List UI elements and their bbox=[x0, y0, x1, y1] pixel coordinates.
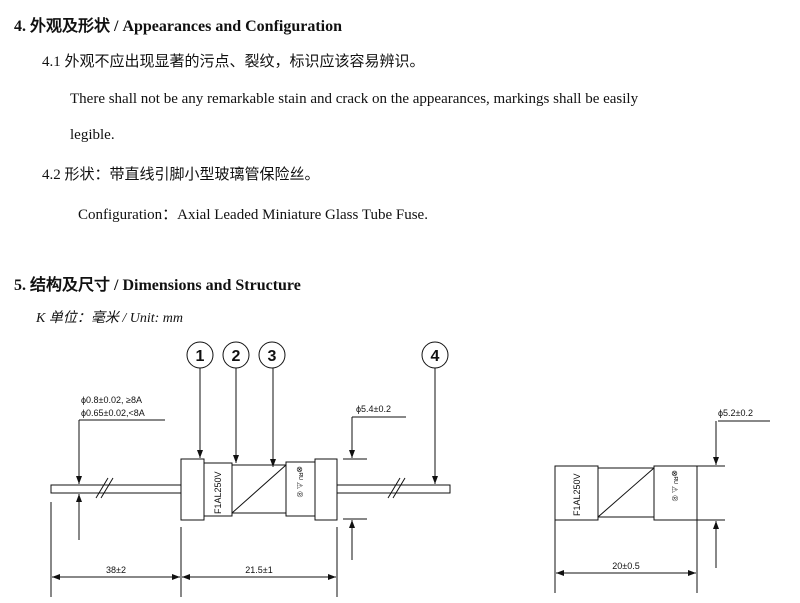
short-fuse-element bbox=[597, 467, 655, 518]
fuse-element bbox=[231, 464, 287, 514]
fuse-marking-right: F1AL250V bbox=[572, 473, 582, 516]
callout-4: 4 bbox=[431, 348, 440, 365]
item-4-1-chinese: 4.1 外观不应出现显著的污点、裂纹，标识应该容易辨识。 bbox=[42, 54, 425, 70]
lead-diameter-small: ϕ0.65±0.02,<8A bbox=[81, 408, 145, 418]
body-length-right: 20±0.5 bbox=[612, 561, 639, 571]
item-4-2-english: Configuration：Axial Leaded Miniature Gla… bbox=[78, 207, 428, 223]
certification-marks-left: ⊗ᴿᵁ ⚠ ® bbox=[295, 466, 304, 497]
item-4-1-english-line2: legible. bbox=[70, 127, 115, 143]
lead-diameter-large: ϕ0.8±0.02, ≥8A bbox=[81, 395, 142, 405]
fuse-marking-left: F1AL250V bbox=[213, 471, 223, 514]
cap-diameter-left: ϕ5.4±0.2 bbox=[356, 404, 391, 414]
cap-diameter-right: ϕ5.2±0.2 bbox=[718, 408, 753, 418]
callout-1: 1 bbox=[196, 348, 205, 365]
marking-band-left bbox=[203, 462, 233, 517]
section-5-heading: 5. 结构及尺寸 / Dimensions and Structure bbox=[14, 277, 301, 294]
marking-band-right bbox=[285, 461, 316, 517]
callout-2: 2 bbox=[232, 348, 241, 365]
lead-length: 38±2 bbox=[106, 565, 126, 575]
left-end-cap bbox=[180, 458, 205, 521]
short-fuse-right-cap bbox=[653, 465, 698, 521]
item-4-1-english-line1: There shall not be any remarkable stain … bbox=[70, 91, 639, 107]
item-4-2-chinese: 4.2 形状：带直线引脚小型玻璃管保险丝。 bbox=[42, 167, 320, 183]
right-end-cap bbox=[314, 458, 338, 521]
callout-circle-3 bbox=[258, 341, 286, 369]
certification-marks-right: ⊗ᴿᵁ ⚠ ® bbox=[670, 470, 679, 501]
section-4-heading: 4. 外观及形状 / Appearances and Configuration bbox=[14, 18, 343, 35]
callout-3: 3 bbox=[268, 348, 277, 365]
unit-note: K 单位：毫米 / Unit: mm bbox=[36, 311, 183, 326]
break-marks bbox=[95, 477, 406, 499]
body-length-left: 21.5±1 bbox=[245, 565, 272, 575]
left-lead-wire bbox=[50, 484, 182, 494]
